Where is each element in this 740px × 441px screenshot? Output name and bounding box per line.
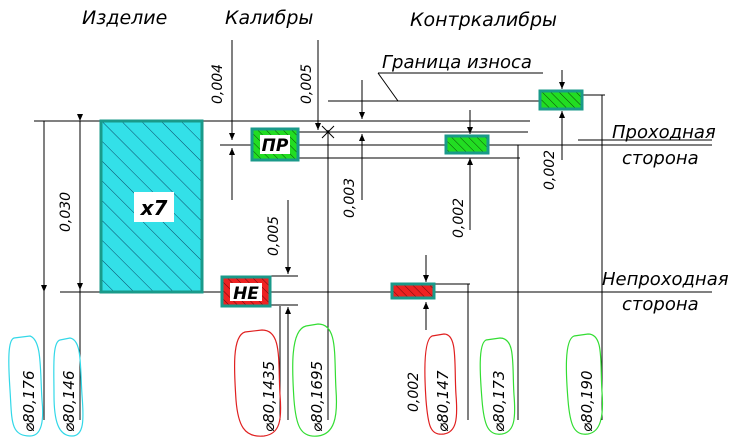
- counter-wear-field: [538, 89, 584, 111]
- tol-counter-go: 0,002: [451, 198, 467, 238]
- diameter-173: ⌀80,173: [490, 370, 508, 432]
- header-wear-limit: Граница износа: [382, 52, 532, 73]
- tol-part-field: 0,030: [58, 192, 74, 232]
- tol-counter-wear: 0,002: [542, 150, 558, 190]
- outline-1695: [292, 323, 338, 437]
- part-fit-label-bg: [134, 192, 174, 222]
- outline-1435: [233, 329, 282, 437]
- diameter-176: ⌀80,176: [20, 370, 38, 432]
- counter-nogo-field: [390, 282, 436, 300]
- diameter-190: ⌀80,190: [578, 370, 596, 432]
- diameter-1695: ⌀80,1695: [308, 361, 326, 432]
- nogo-gauge-label-bg: [230, 283, 262, 301]
- diameter-1435: ⌀80,1435: [260, 361, 278, 432]
- outline-147: [424, 333, 458, 435]
- wear-limit-leader: [377, 72, 399, 102]
- header-part: Изделие: [82, 7, 167, 29]
- go-side-label-2: сторона: [622, 148, 699, 169]
- header-gauges: Калибры: [225, 7, 313, 29]
- nogo-gauge-label: НЕ: [233, 284, 259, 304]
- part-fit-label: x7: [140, 196, 168, 220]
- go-side-label-1: Проходная: [612, 122, 716, 143]
- nogo-side-label-1: Непроходная: [602, 269, 729, 290]
- go-gauge-label: ПР: [262, 136, 289, 156]
- outline-176: [8, 335, 44, 437]
- header-counter-gauges: Контркалибры: [410, 9, 557, 31]
- wear-cross-b: [321, 125, 335, 139]
- outline-146: [53, 337, 84, 437]
- diameter-146: ⌀80,146: [60, 370, 78, 432]
- tol-wear: 0,004: [210, 64, 226, 104]
- nogo-side-label-2: сторона: [622, 294, 699, 315]
- tol-wear-counter: 0,005: [299, 64, 315, 104]
- tol-go-field: 0,003: [342, 178, 358, 218]
- outline-190: [565, 333, 604, 435]
- tol-nogo-field: 0,005: [266, 216, 282, 256]
- outline-173: [479, 337, 516, 435]
- go-gauge-label-bg: [260, 135, 290, 154]
- tol-counter-nogo: 0,002: [406, 372, 422, 412]
- counter-go-field: [444, 134, 490, 155]
- diameter-147: ⌀80,147: [434, 370, 452, 432]
